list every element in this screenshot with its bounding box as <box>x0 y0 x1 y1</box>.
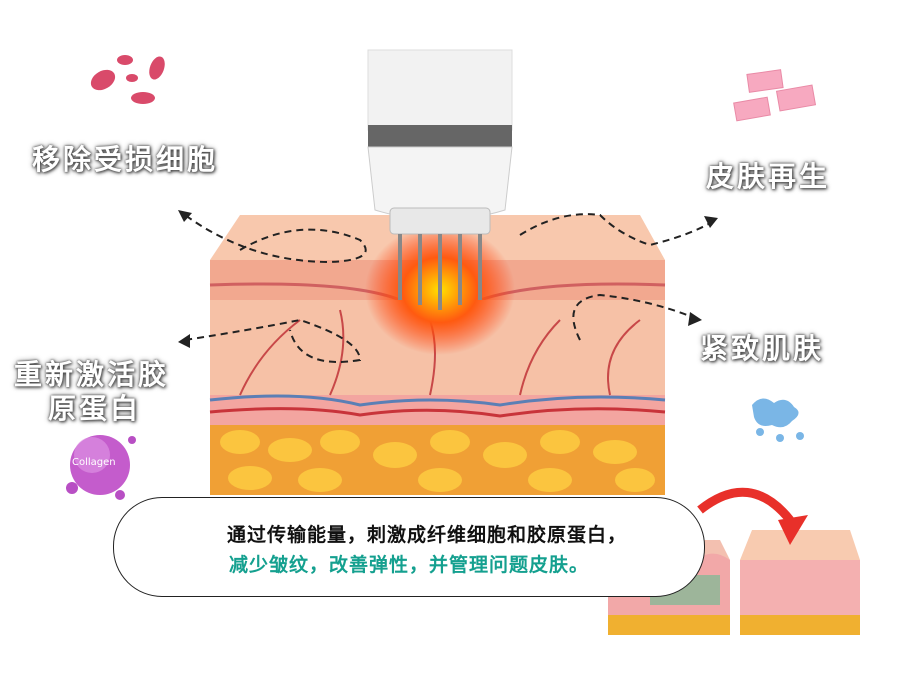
label-firm-skin: 紧致肌肤 <box>700 332 825 365</box>
caption-line-2: 减少皱纹，改善弹性，并管理问题皮肤。 <box>228 554 589 576</box>
arrow-heads <box>178 210 718 348</box>
after-skin-block-icon <box>740 530 860 635</box>
red-curved-arrow-icon <box>697 487 808 545</box>
label-reactivate-collagen-2: 原蛋白 <box>48 392 142 425</box>
microneedle-device-icon <box>367 49 513 310</box>
fibroblast-cells-icon <box>752 398 804 442</box>
skin-cells-icon <box>733 69 817 122</box>
label-reactivate-collagen-1: 重新激活胶 <box>14 358 170 391</box>
skin-cross-section <box>209 215 666 495</box>
caption-bubble: 通过传输能量，刺激成纤维细胞和胶原蛋白， 减少皱纹，改善弹性，并管理问题皮肤。 <box>113 497 705 597</box>
dashed-arrows <box>184 213 713 363</box>
collagen-sphere-icon <box>66 435 136 500</box>
label-remove-damaged-cells: 移除受损细胞 <box>32 143 219 176</box>
caption-line-1: 通过传输能量，刺激成纤维细胞和胶原蛋白， <box>226 524 627 546</box>
label-skin-regeneration: 皮肤再生 <box>706 160 831 193</box>
collagen-label: Collagen <box>72 457 116 468</box>
red-blood-cells-icon <box>90 55 165 104</box>
